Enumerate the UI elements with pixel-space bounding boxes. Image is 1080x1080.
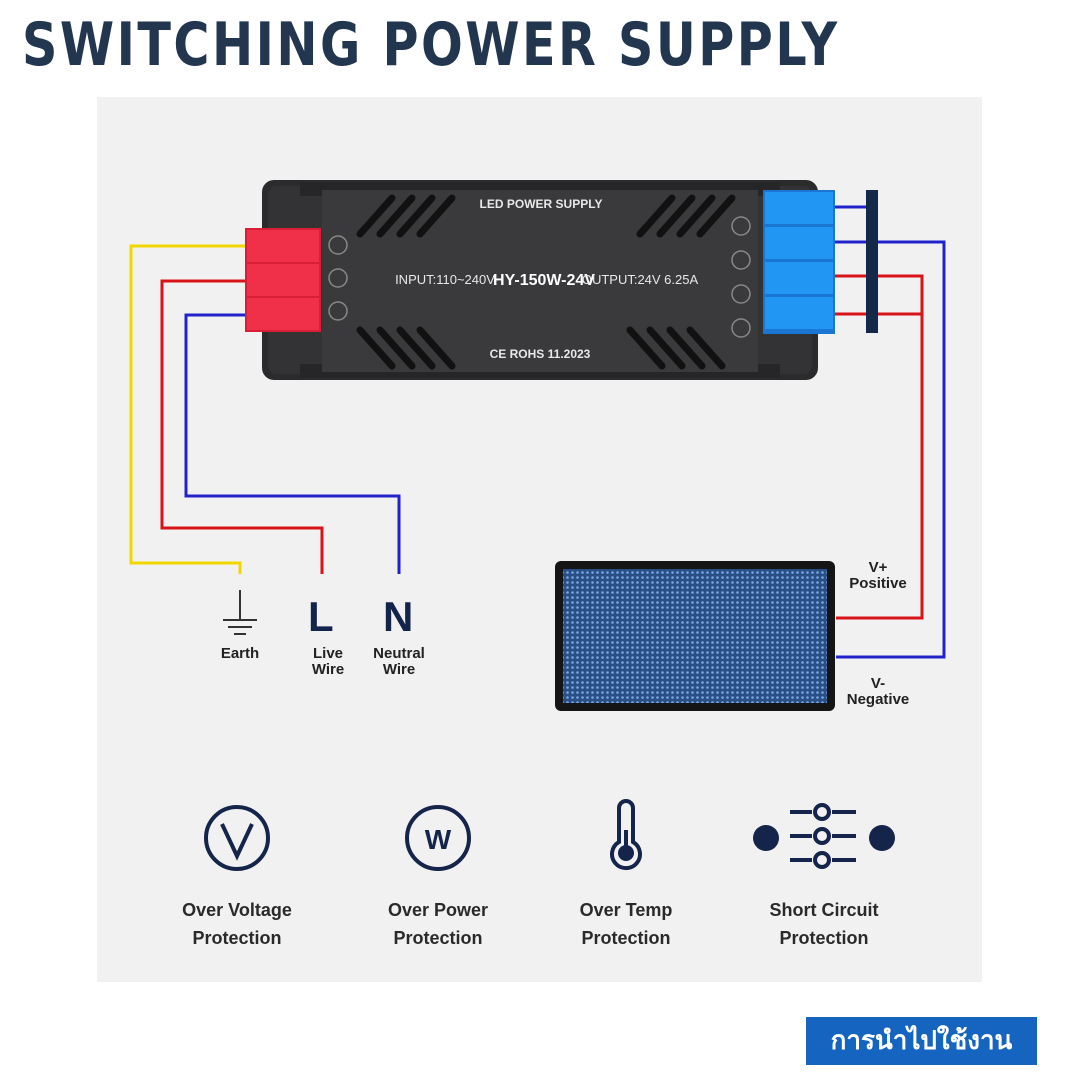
over-power-icon: W — [405, 805, 471, 871]
feature-short-circuit: Short Circuit Protection — [739, 896, 909, 952]
positive-text: Positive — [849, 575, 907, 592]
live-wire-line2: Wire — [311, 661, 345, 678]
feature-short-circuit-line1: Short Circuit — [769, 900, 879, 920]
earth-wire — [129, 244, 245, 574]
feature-over-temp-line1: Over Temp — [579, 900, 673, 920]
earth-symbol-icon — [223, 590, 257, 635]
device-cert-text: CE ROHS 11.2023 — [490, 347, 591, 361]
device-output-text: OUTPUT:24V 6.25A — [582, 272, 699, 287]
feature-short-circuit-line2: Protection — [779, 928, 869, 948]
neutral-wire-line2: Wire — [382, 661, 416, 678]
bus-bar — [866, 190, 878, 333]
led-panel — [555, 561, 835, 711]
thermometer-icon — [610, 799, 642, 871]
earth-label: Earth — [220, 645, 260, 662]
feature-over-power: Over Power Protection — [353, 896, 523, 952]
positive-symbol: V+ — [868, 559, 888, 576]
short-circuit-icon — [753, 803, 895, 869]
output-terminal-block — [763, 190, 835, 334]
neutral-wire-label: Neutral Wire — [363, 646, 435, 678]
power-supply-unit — [262, 180, 818, 380]
feature-over-temp-line2: Protection — [581, 928, 671, 948]
device-input-text: INPUT:110~240V — [395, 272, 495, 287]
feature-over-voltage: Over Voltage Protection — [152, 896, 322, 952]
over-voltage-icon — [204, 805, 270, 871]
page-title: SWITCHING POWER SUPPLY — [22, 10, 840, 80]
device-model-text: HY-150W-24V — [493, 272, 595, 289]
feature-over-temp: Over Temp Protection — [541, 896, 711, 952]
neutral-letter: N — [383, 593, 414, 640]
live-wire — [160, 279, 324, 574]
neutral-wire-line1: Neutral — [373, 645, 425, 662]
live-wire-line1: Live — [312, 645, 343, 662]
negative-symbol: V- — [870, 675, 886, 692]
svg-text:W: W — [425, 824, 452, 855]
usage-button[interactable]: การนำไปใช้งาน — [806, 1017, 1037, 1065]
output-wire-negative — [830, 240, 946, 659]
feature-over-voltage-line2: Protection — [192, 928, 282, 948]
live-letter: L — [308, 593, 334, 640]
positive-label: V+ Positive — [838, 560, 918, 592]
input-terminal-block — [245, 228, 321, 332]
device-brand-text: LED POWER SUPPLY — [480, 197, 603, 211]
live-wire-label: Live Wire — [298, 646, 358, 678]
neutral-wire — [184, 313, 401, 574]
feature-over-power-line1: Over Power — [387, 900, 489, 920]
negative-text: Negative — [846, 691, 910, 708]
negative-label: V- Negative — [838, 676, 918, 708]
feature-over-voltage-line1: Over Voltage — [182, 900, 292, 920]
feature-over-power-line2: Protection — [393, 928, 483, 948]
